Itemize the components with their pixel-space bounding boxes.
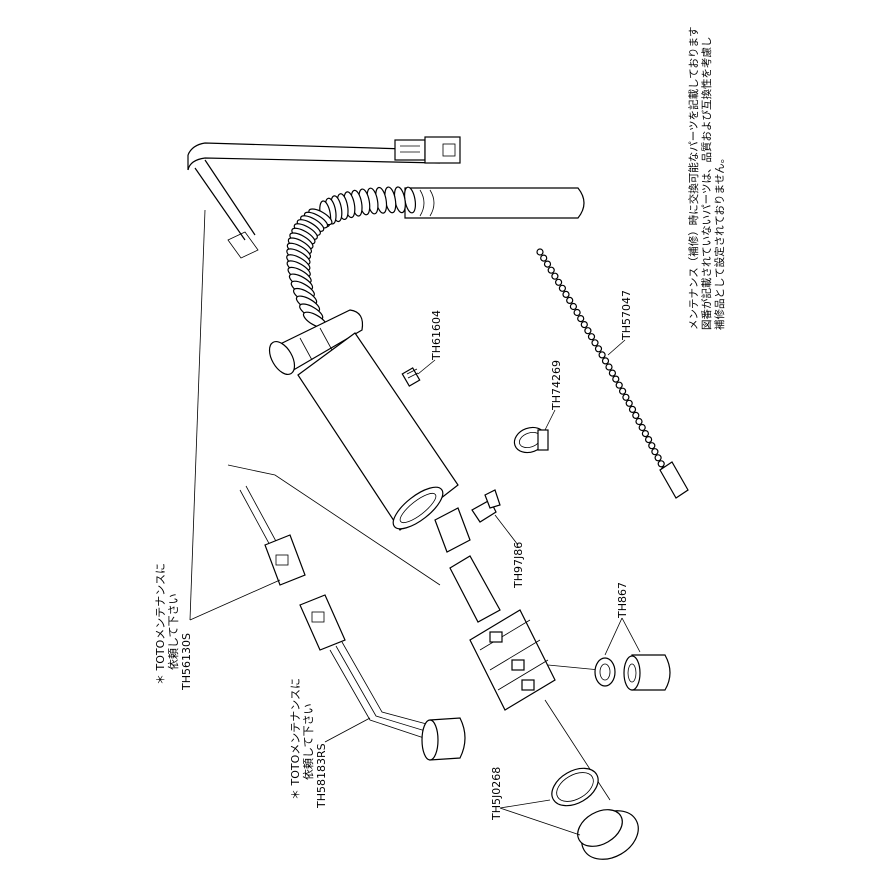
chain-bead: [641, 430, 650, 438]
chain-bead: [605, 363, 613, 371]
washer-part: [594, 657, 616, 687]
chain-bead: [628, 405, 637, 413]
chain-bead: [577, 315, 585, 323]
label-th56130s: TH56130S: [180, 633, 193, 691]
chain-bead: [638, 423, 646, 432]
label-th74269: TH74269: [550, 360, 563, 411]
chain-bead: [551, 272, 559, 280]
connector-cable-th56130s: [227, 464, 441, 586]
chain-bead: [622, 393, 630, 401]
label-th5j0268: TH5J0268: [490, 767, 503, 821]
leader-th5j0268: [499, 799, 551, 809]
nut-cap-part: [623, 654, 671, 691]
o-ring: [551, 767, 599, 807]
chain-bead: [598, 351, 606, 359]
label-th97j86: TH97J86: [512, 542, 525, 589]
set-screw: [401, 367, 421, 387]
explode-axis: [544, 699, 611, 801]
leader-th867: [621, 617, 641, 653]
chain-bead: [591, 339, 599, 347]
chain-bead: [543, 260, 552, 268]
explode-axis: [547, 664, 601, 671]
valve-cartridge-assembly: [469, 609, 556, 711]
leader-th57047: [607, 339, 626, 356]
chain-bead: [644, 436, 653, 444]
leader-long: [189, 209, 206, 621]
chain-bead: [536, 248, 544, 256]
chain-bead: [584, 327, 592, 335]
leader-th58183rs: [324, 717, 371, 743]
chain-bead: [573, 308, 581, 317]
chain-bead: [625, 399, 633, 407]
label-th56130s-note2: 依頼して下さい: [167, 593, 180, 670]
chain-hook: [659, 461, 689, 499]
note-line3: 補修品として設定されておりません。: [713, 153, 726, 330]
chain-bead: [540, 254, 548, 262]
label-th56130s-note1: ＊ TOTOメンテナンスに: [154, 563, 167, 685]
chain-bead: [554, 278, 563, 286]
chain-bead: [635, 417, 643, 426]
chain-bead: [569, 302, 578, 311]
note-line2: 図番が記載されていないパーツは、品質および互換性を考慮し: [700, 37, 713, 330]
chain-bead: [648, 442, 656, 450]
hose-clamp: [513, 426, 549, 454]
label-th58183rs-note1: ＊ TOTOメンテナンスに: [289, 678, 302, 800]
chain-bead: [601, 357, 610, 365]
ball-chain: [536, 248, 689, 499]
label-th57047: TH57047: [620, 290, 633, 341]
mounting-nut: [268, 309, 364, 375]
clip-part: [471, 489, 501, 523]
chain-bead: [562, 290, 570, 298]
label-th61604: TH61604: [430, 310, 443, 361]
note-line1: メンテナンス（補修）時に交換可能なパーツを記載しております: [687, 27, 700, 330]
chain-bead: [615, 381, 623, 389]
leader-th97j86: [494, 514, 519, 546]
inner-pipe: [434, 507, 501, 623]
chain-bead: [651, 448, 659, 456]
leader-th56130s: [189, 579, 281, 621]
chain-bead: [558, 284, 567, 292]
chain-bead: [608, 369, 617, 377]
cable-with-connector: [187, 136, 461, 259]
chain-bead: [632, 411, 640, 419]
label-th58183rs-note2: 依頼して下さい: [302, 703, 315, 780]
leader-th5j0268: [499, 807, 581, 836]
chain-bead: [547, 266, 555, 274]
chain-bead: [587, 333, 596, 341]
label-th58183rs: TH58183RS: [315, 743, 328, 809]
leader-th61604: [417, 359, 436, 375]
chain-bead: [657, 460, 665, 468]
chain-bead: [594, 345, 603, 353]
main-body-cylinder: [297, 332, 459, 531]
chain-bead: [618, 387, 627, 395]
chain-bead: [566, 296, 574, 304]
outer-tube-upper: [404, 187, 585, 219]
chain-bead: [580, 321, 588, 329]
end-cap: [577, 809, 639, 860]
leader-th74269: [544, 409, 556, 431]
corrugated-hose: [286, 186, 417, 329]
leader-th867: [604, 617, 623, 656]
connector-cable-th58183rs: [299, 594, 466, 761]
chain-bead: [612, 375, 620, 383]
chain-bead: [654, 454, 662, 462]
label-th867: TH867: [616, 582, 629, 619]
